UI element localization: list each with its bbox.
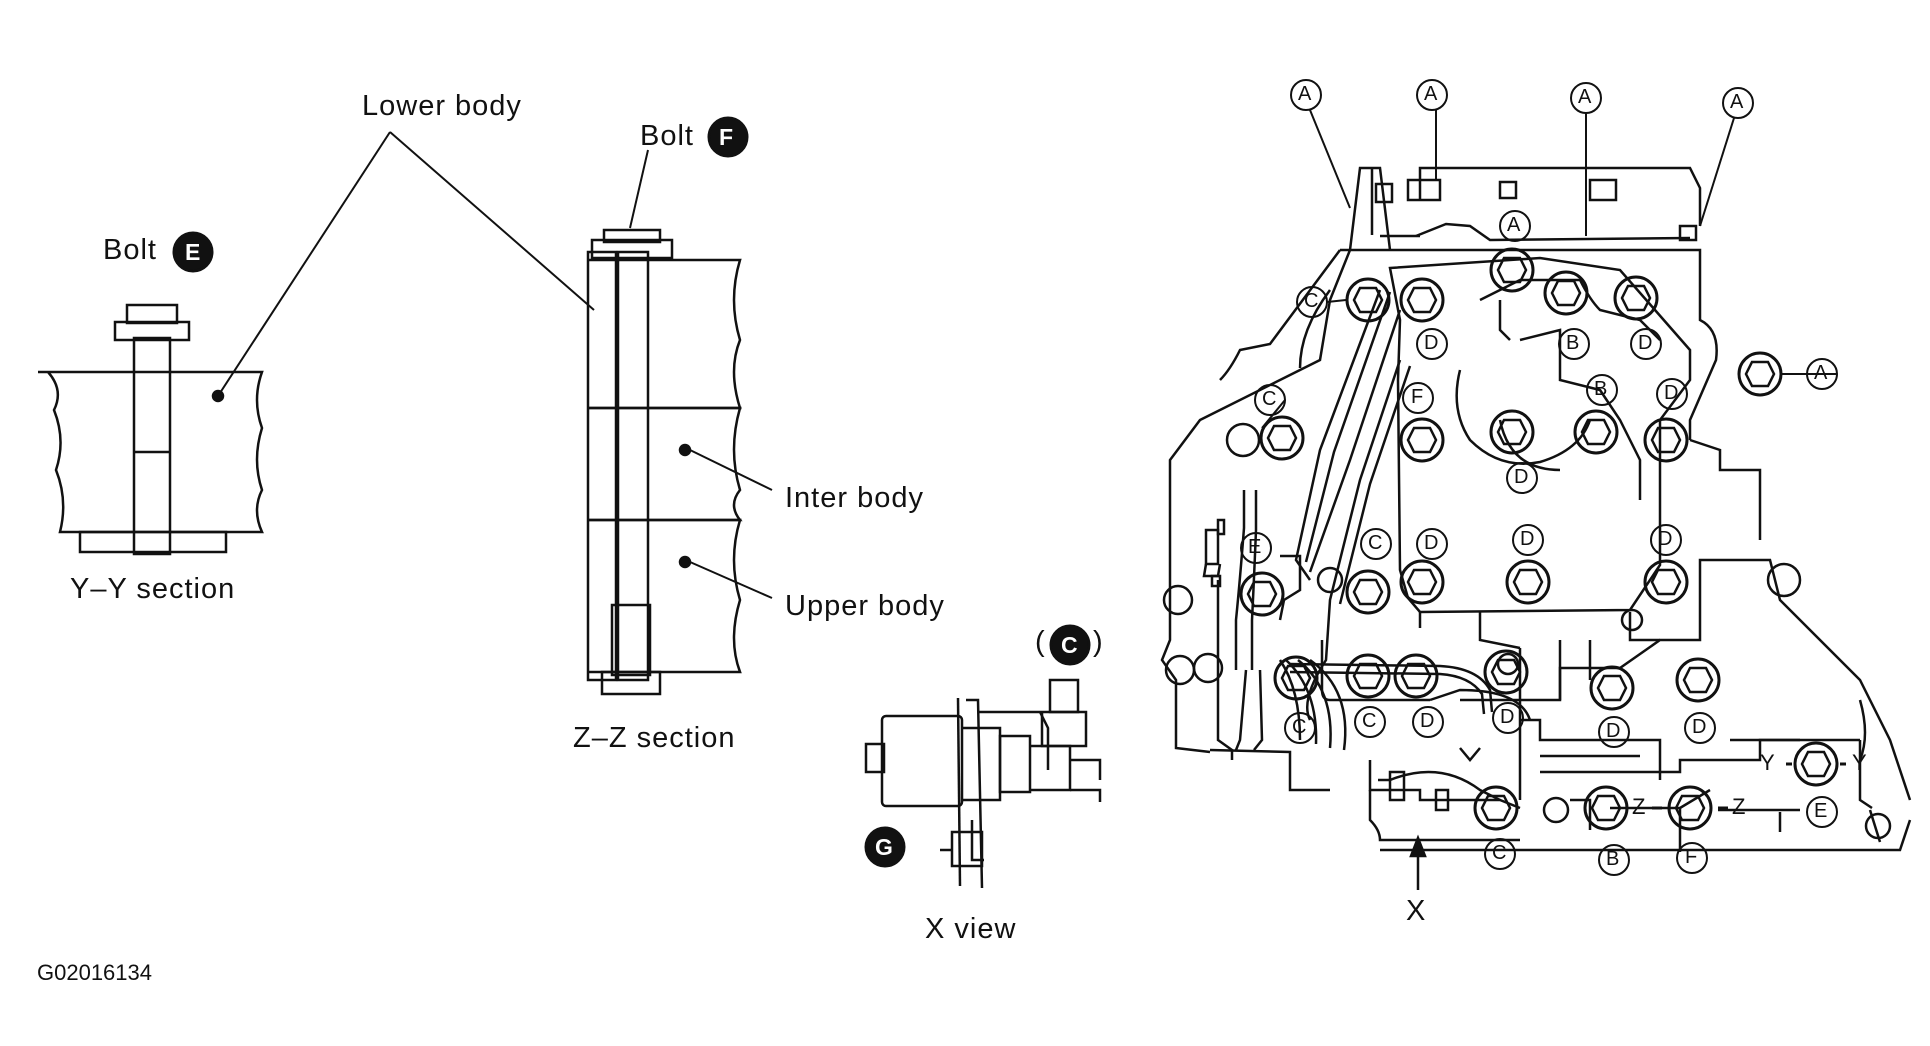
callout-b: B [1606, 848, 1620, 870]
inter-body-label: Inter body [785, 482, 924, 514]
callout-d: D [1514, 466, 1529, 488]
callout-a: A [1814, 362, 1828, 384]
callout-d: D [1520, 528, 1535, 550]
callout-e: E [1248, 536, 1262, 558]
lower-body-label: Lower body [362, 90, 522, 122]
callout-b: B [1566, 332, 1580, 354]
bolt-heads-inner [1246, 256, 1832, 822]
callout-e-filled: E [185, 239, 201, 265]
callout-d: D [1664, 382, 1679, 404]
callout-g-filled: G [875, 834, 893, 860]
leader-lines [217, 131, 773, 599]
callout-d: D [1658, 528, 1673, 550]
callout-a: A [1424, 83, 1438, 105]
callout-a: A [1507, 214, 1521, 236]
callout-leaders [1261, 109, 1837, 429]
section-mark-y-right: Y [1852, 750, 1867, 775]
section-mark-z-right: Z [1732, 794, 1746, 819]
bolt-e-label: Bolt [103, 234, 157, 266]
x-arrow-label: X [1406, 895, 1427, 927]
figure-code: G02016134 [37, 960, 152, 985]
callout-c: C [1362, 710, 1377, 732]
zz-section-drawing [586, 228, 743, 696]
callout-e: E [1814, 800, 1828, 822]
callout-d: D [1420, 710, 1435, 732]
callout-c: C [1492, 842, 1507, 864]
callout-a: A [1730, 91, 1744, 113]
zz-section-label: Z–Z section [573, 722, 736, 754]
c-paren-open: ( [1035, 626, 1046, 658]
callout-c: C [1292, 716, 1307, 738]
callout-f-filled: F [719, 124, 734, 150]
filled-callout-badges [172, 116, 1091, 868]
callout-d: D [1638, 332, 1653, 354]
main-valve-body-drawing [1160, 166, 1912, 852]
yy-section-drawing [38, 303, 264, 556]
x-view-arrow [1409, 834, 1427, 890]
callout-a: A [1298, 83, 1312, 105]
callout-d: D [1606, 720, 1621, 742]
callout-f: F [1411, 386, 1424, 408]
callout-circles [1240, 79, 1838, 876]
bolt-heads [1239, 247, 1839, 831]
section-mark-y-left: Y [1760, 750, 1775, 775]
callout-f: F [1685, 846, 1698, 868]
yy-section-label: Y–Y section [70, 573, 236, 605]
x-view-label: X view [925, 913, 1017, 945]
bolt-f-label: Bolt [640, 120, 694, 152]
callout-d: D [1424, 532, 1439, 554]
section-mark-z-left: Z [1632, 794, 1646, 819]
callout-d: D [1692, 716, 1707, 738]
section-markers [1652, 762, 1846, 810]
callout-b: B [1594, 378, 1608, 400]
x-view-drawing [864, 678, 1102, 889]
callout-a: A [1578, 86, 1592, 108]
callout-c: C [1262, 388, 1277, 410]
upper-body-label: Upper body [785, 590, 945, 622]
callout-c: C [1368, 532, 1383, 554]
c-paren-close: ) [1093, 626, 1104, 658]
callout-c-filled: C [1061, 632, 1078, 658]
callout-d: D [1500, 706, 1515, 728]
callout-d: D [1424, 332, 1439, 354]
callout-c: C [1304, 290, 1319, 312]
